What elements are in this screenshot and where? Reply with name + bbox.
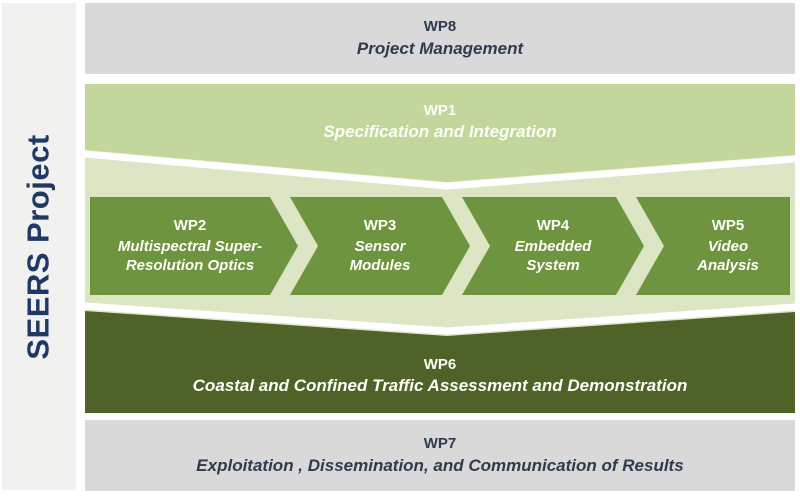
project-title: SEERS Project [21,133,56,360]
wp1-bottom-divider [85,150,795,190]
wp3-chevron-shape [290,197,470,295]
wp1-band-shape [85,84,795,182]
wp7-band: WP7 Exploitation , Dissemination, and Co… [85,420,795,491]
wp8-code: WP8 [423,18,457,36]
wp2-chevron-shape [90,197,298,295]
wp5-chevron-shape [636,197,790,295]
wp8-band: WP8 Project Management [85,3,795,74]
project-title-sidebar: SEERS Project [2,3,76,490]
workpackage-flow-graphic [85,84,795,413]
wp6-top-divider [85,302,795,335]
wp6-band-shape [85,311,795,413]
wp7-title: Exploitation , Dissemination, and Commun… [196,455,684,475]
wp4-chevron-shape [462,197,644,295]
wp8-title: Project Management [356,38,524,58]
wp7-code: WP7 [423,435,457,453]
